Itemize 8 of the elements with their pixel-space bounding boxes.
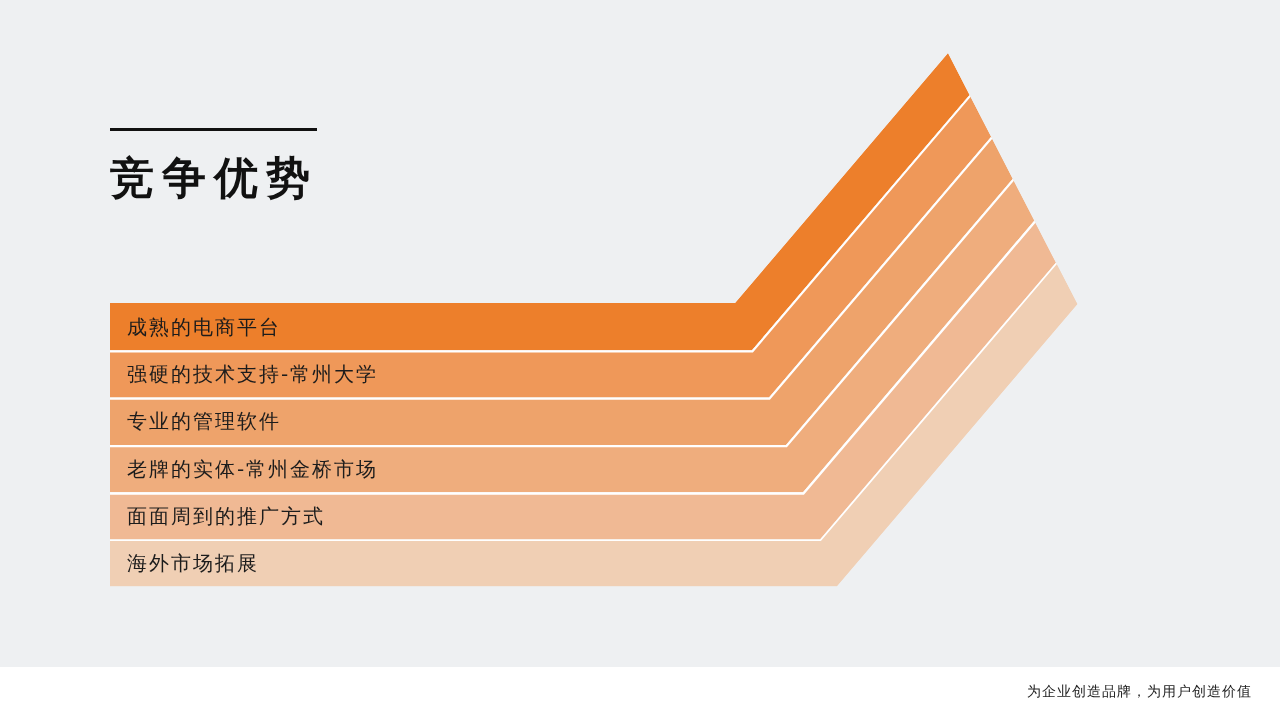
band-label: 老牌的实体-常州金桥市场	[127, 455, 379, 483]
band-label: 专业的管理软件	[127, 408, 281, 436]
band-label: 强硬的技术支持-常州大学	[127, 360, 379, 388]
band-label: 海外市场拓展	[127, 550, 259, 578]
slogan-text: 为企业创造品牌，为用户创造价值	[1027, 682, 1252, 701]
title: 竞争优势	[110, 151, 318, 205]
band-label: 成熟的电商平台	[127, 313, 281, 341]
band-label: 面面周到的推广方式	[127, 502, 325, 530]
